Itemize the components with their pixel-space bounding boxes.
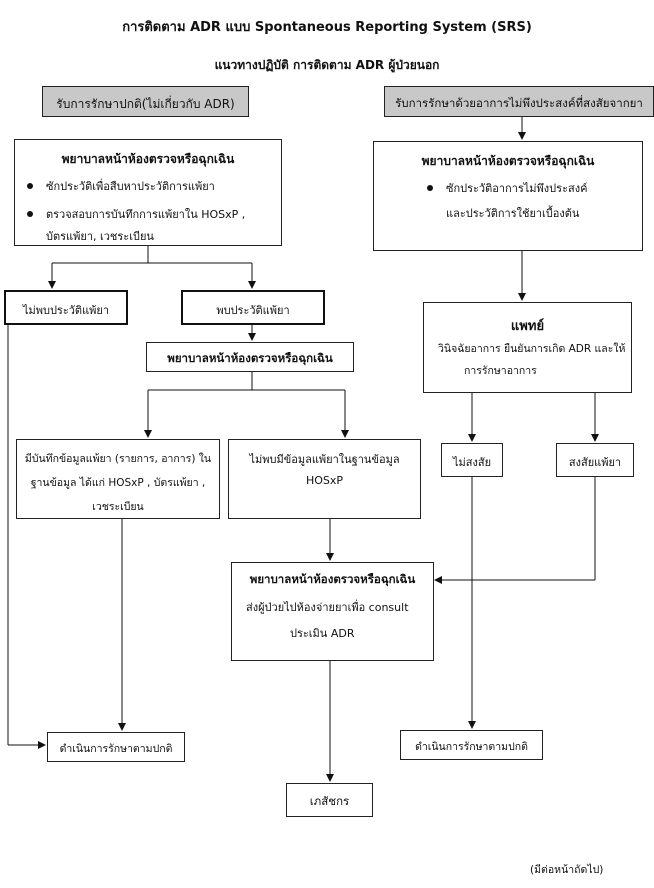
doctor-box: แพทย์ วินิจฉัยอาการ ยืนยันการเกิด ADR แล…	[423, 302, 632, 393]
allergy-history-found-label: พบประวัติแพ้ยา	[216, 304, 290, 317]
suspected-adr-treatment-box: รับการรักษาด้วยอาการไม่พึงประสงค์ที่สงสั…	[384, 86, 654, 117]
no-allergy-record-box: ไม่พบมีข้อมูลแพ้ยาในฐานข้อมูล HOSxP	[228, 439, 421, 519]
consult-line1: ส่งผู้ป่วยไปห้องจ่ายยาเพื่อ consult	[246, 601, 409, 614]
bullet-icon	[27, 183, 33, 189]
suspected-allergy-label: สงสัยแพ้ยา	[568, 456, 622, 469]
left-nurse-bullet1: ซักประวัติเพื่อสืบหาประวัติการแพ้ยา	[46, 180, 215, 193]
not-suspected-box: ไม่สงสัย	[441, 443, 503, 477]
continue-normal-left-label: ดำเนินการรักษาตามปกติ	[59, 743, 173, 755]
no-allergy-history-box: ไม่พบประวัติแพ้ยา	[4, 290, 128, 325]
continue-normal-treatment-left-box: ดำเนินการรักษาตามปกติ	[47, 732, 185, 762]
pharmacist-label: เภสัชกร	[309, 794, 350, 808]
left-nurse-bullet2a: ตรวจสอบการบันทึกการแพ้ยาใน HOSxP ,	[46, 208, 246, 221]
right-nurse-bullet1: ซักประวัติอาการไม่พึงประสงค์	[446, 182, 588, 195]
doctor-line1: วินิจฉัยอาการ ยืนยันการเกิด ADR และให้	[438, 343, 626, 355]
suspected-adr-treatment-label: รับการรักษาด้วยอาการไม่พึงประสงค์ที่สงสั…	[395, 96, 643, 110]
continued-note: (มีต่อหน้าถัดไป)	[530, 864, 604, 876]
allergy-history-found-box: พบประวัติแพ้ยา	[181, 290, 325, 325]
no-record-line2: HOSxP	[305, 474, 344, 487]
no-record-line1: ไม่พบมีข้อมูลแพ้ยาในฐานข้อมูล	[249, 453, 400, 466]
no-allergy-history-label: ไม่พบประวัติแพ้ยา	[22, 304, 110, 317]
consult-title: พยาบาลหน้าห้องตรวจหรือฉุกเฉิน	[249, 572, 416, 586]
normal-treatment-box: รับการรักษาปกติ(ไม่เกี่ยวกับ ADR)	[42, 86, 249, 117]
right-nurse-box: พยาบาลหน้าห้องตรวจหรือฉุกเฉิน ซักประวัติ…	[373, 141, 643, 251]
page-subtitle: แนวทางปฏิบัติ การติดตาม ADR ผู้ป่วยนอก	[214, 58, 440, 72]
consult-line2: ประเมิน ADR	[290, 627, 355, 640]
right-nurse-title: พยาบาลหน้าห้องตรวจหรือฉุกเฉิน	[421, 154, 595, 168]
not-suspected-label: ไม่สงสัย	[452, 456, 492, 469]
left-nurse-box: พยาบาลหน้าห้องตรวจหรือฉุกเฉิน ซักประวัติ…	[14, 139, 282, 246]
normal-treatment-label: รับการรักษาปกติ(ไม่เกี่ยวกับ ADR)	[56, 97, 235, 111]
continue-normal-treatment-right-box: ดำเนินการรักษาตามปกติ	[400, 730, 543, 760]
has-record-line2: ฐานข้อมูล ได้แก่ HOSxP , บัตรแพ้ยา ,	[30, 477, 206, 489]
bullet-icon	[427, 185, 433, 191]
middle-nurse-title: พยาบาลหน้าห้องตรวจหรือฉุกเฉิน	[167, 351, 333, 365]
bullet-icon	[27, 211, 33, 217]
has-record-line1: มีบันทึกข้อมูลแพ้ยา (รายการ, อาการ) ใน	[24, 453, 212, 465]
has-allergy-record-box: มีบันทึกข้อมูลแพ้ยา (รายการ, อาการ) ใน ฐ…	[16, 439, 220, 519]
left-nurse-bullet2b: บัตรแพ้ยา, เวชระเบียน	[46, 230, 154, 243]
suspected-allergy-box: สงสัยแพ้ยา	[556, 443, 634, 477]
right-nurse-line2: และประวัติการใช้ยาเบื้องต้น	[446, 207, 580, 220]
consult-nurse-box: พยาบาลหน้าห้องตรวจหรือฉุกเฉิน ส่งผู้ป่วย…	[231, 562, 434, 661]
doctor-title: แพทย์	[510, 319, 545, 334]
doctor-line2: การรักษาอาการ	[464, 365, 537, 377]
middle-nurse-box: พยาบาลหน้าห้องตรวจหรือฉุกเฉิน	[146, 342, 354, 372]
page-title: การติดตาม ADR แบบ Spontaneous Reporting …	[122, 20, 532, 35]
continue-normal-right-label: ดำเนินการรักษาตามปกติ	[415, 741, 528, 753]
has-record-line3: เวชระเบียน	[92, 501, 144, 513]
left-nurse-title: พยาบาลหน้าห้องตรวจหรือฉุกเฉิน	[61, 152, 235, 166]
pharmacist-box: เภสัชกร	[286, 783, 373, 817]
